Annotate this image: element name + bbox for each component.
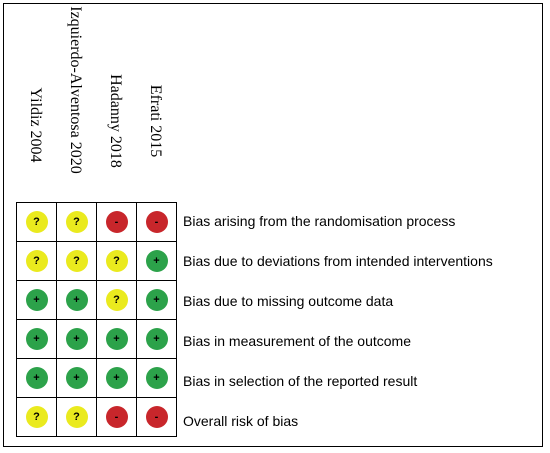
- judgement-low-icon: +: [25, 328, 48, 350]
- judgement-some-icon: ?: [25, 211, 48, 233]
- judgement-low-icon: +: [145, 250, 168, 272]
- judgement-high-icon: -: [105, 406, 128, 428]
- judgement-some-icon: ?: [65, 250, 88, 272]
- grid-row: + + + +: [16, 319, 177, 359]
- judgement-low-icon: +: [25, 367, 48, 389]
- grid-cell: ?: [16, 202, 57, 242]
- judgement-low-icon: +: [145, 289, 168, 311]
- grid-cell: -: [96, 202, 137, 242]
- grid-cell: +: [16, 319, 57, 359]
- judgement-low-icon: +: [105, 367, 128, 389]
- judgement-some-icon: ?: [25, 406, 48, 428]
- judgement-low-icon: +: [105, 328, 128, 350]
- grid-cell: ?: [56, 397, 97, 437]
- grid-cell: +: [16, 280, 57, 320]
- judgement-low-icon: +: [65, 289, 88, 311]
- judgement-high-icon: -: [105, 211, 128, 233]
- domain-label: Bias in measurement of the outcome: [183, 333, 412, 349]
- grid-cell: ?: [56, 241, 97, 281]
- grid-cell: +: [136, 280, 177, 320]
- judgement-some-icon: ?: [25, 250, 48, 272]
- grid-cell: +: [56, 319, 97, 359]
- grid-row: ??--: [16, 202, 177, 242]
- judgement-low-icon: +: [145, 367, 168, 389]
- judgement-grid: ??--???+++?+++++++++??--: [16, 202, 177, 437]
- judgement-low-icon: +: [65, 367, 88, 389]
- study-label-efrati: Efrati 2015: [147, 84, 164, 158]
- grid-cell: ?: [16, 241, 57, 281]
- grid-row: + +? +: [16, 280, 177, 320]
- domain-label: Bias in selection of the reported result: [183, 373, 418, 389]
- judgement-some-icon: ?: [105, 250, 128, 272]
- judgement-low-icon: +: [145, 328, 168, 350]
- grid-cell: ?: [96, 280, 137, 320]
- grid-cell: ?: [56, 202, 97, 242]
- study-label-hadanny: Hadanny 2018: [107, 74, 124, 168]
- judgement-some-icon: ?: [105, 289, 128, 311]
- grid-cell: -: [136, 397, 177, 437]
- study-label-izquierdo-alventosa: Izquierdo-Alventosa 2020: [67, 6, 84, 174]
- grid-row: ??? +: [16, 241, 177, 281]
- grid-row: ??--: [16, 397, 177, 437]
- judgement-high-icon: -: [145, 211, 168, 233]
- domain-label: Bias due to missing outcome data: [183, 293, 394, 309]
- judgement-high-icon: -: [145, 406, 168, 428]
- grid-cell: +: [56, 358, 97, 398]
- risk-of-bias-figure: Yildiz 2004 Izquierdo-Alventosa 2020 Had…: [3, 3, 543, 447]
- grid-cell: +: [16, 358, 57, 398]
- study-label-yildiz: Yildiz 2004: [27, 87, 44, 163]
- grid-cell: +: [136, 358, 177, 398]
- domain-label: Bias arising from the randomisation proc…: [183, 213, 456, 229]
- grid-cell: +: [136, 241, 177, 281]
- grid-cell: ?: [96, 241, 137, 281]
- grid-cell: +: [96, 319, 137, 359]
- judgement-some-icon: ?: [65, 406, 88, 428]
- domain-label: Bias due to deviations from intended int…: [183, 253, 493, 269]
- grid-cell: -: [96, 397, 137, 437]
- grid-cell: -: [136, 202, 177, 242]
- grid-cell: ?: [16, 397, 57, 437]
- grid-row: + + + +: [16, 358, 177, 398]
- judgement-low-icon: +: [25, 289, 48, 311]
- grid-cell: +: [136, 319, 177, 359]
- grid-cell: +: [56, 280, 97, 320]
- grid-cell: +: [96, 358, 137, 398]
- judgement-low-icon: +: [65, 328, 88, 350]
- judgement-some-icon: ?: [65, 211, 88, 233]
- domain-label: Overall risk of bias: [183, 413, 299, 429]
